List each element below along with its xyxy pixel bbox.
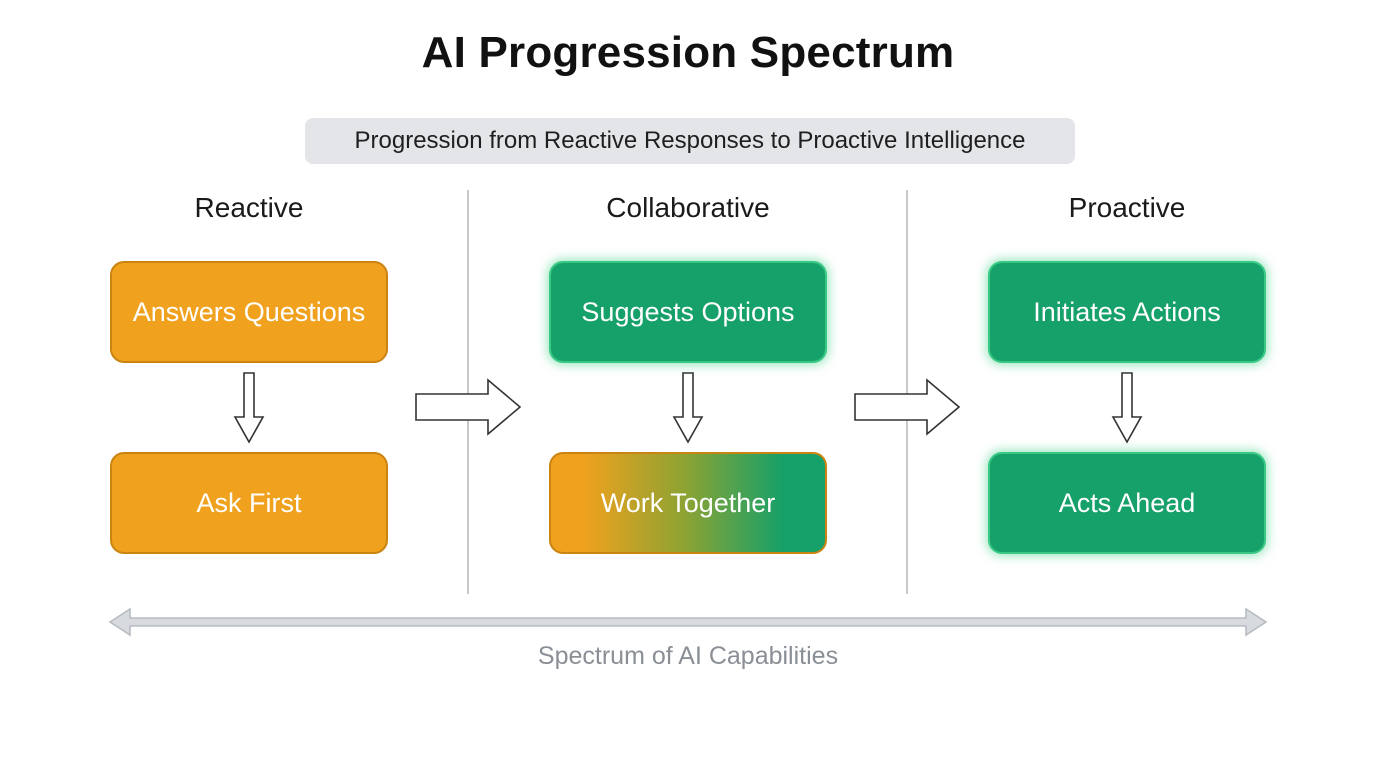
box-label: Work Together [600, 487, 776, 518]
right-arrow-icon [415, 378, 522, 436]
page-title: AI Progression Spectrum [421, 28, 955, 77]
down-arrow-icon [1111, 372, 1143, 444]
column-heading-collaborative: Collaborative [606, 192, 770, 223]
down-arrow-icon [672, 372, 704, 444]
column-divider-1 [467, 190, 469, 594]
box-label: Acts Ahead [1058, 487, 1196, 518]
right-arrow-icon [854, 378, 961, 436]
box-ask-first: Ask First [110, 452, 388, 554]
box-work-together: Work Together [549, 452, 827, 554]
column-divider-2 [906, 190, 908, 594]
spectrum-double-arrow-icon [108, 607, 1268, 637]
box-answers-questions: Answers Questions [110, 261, 388, 363]
subtitle-banner: Progression from Reactive Responses to P… [305, 118, 1075, 164]
box-initiates-actions: Initiates Actions [988, 261, 1266, 363]
box-label: Suggests Options [581, 296, 795, 327]
box-label: Ask First [196, 487, 302, 518]
box-label: Answers Questions [132, 296, 366, 327]
box-suggests-options: Suggests Options [549, 261, 827, 363]
spectrum-label: Spectrum of AI Capabilities [537, 642, 839, 670]
column-heading-reactive: Reactive [194, 192, 304, 223]
box-acts-ahead: Acts Ahead [988, 452, 1266, 554]
down-arrow-icon [233, 372, 265, 444]
box-label: Initiates Actions [1033, 296, 1221, 327]
column-heading-proactive: Proactive [1068, 192, 1186, 223]
